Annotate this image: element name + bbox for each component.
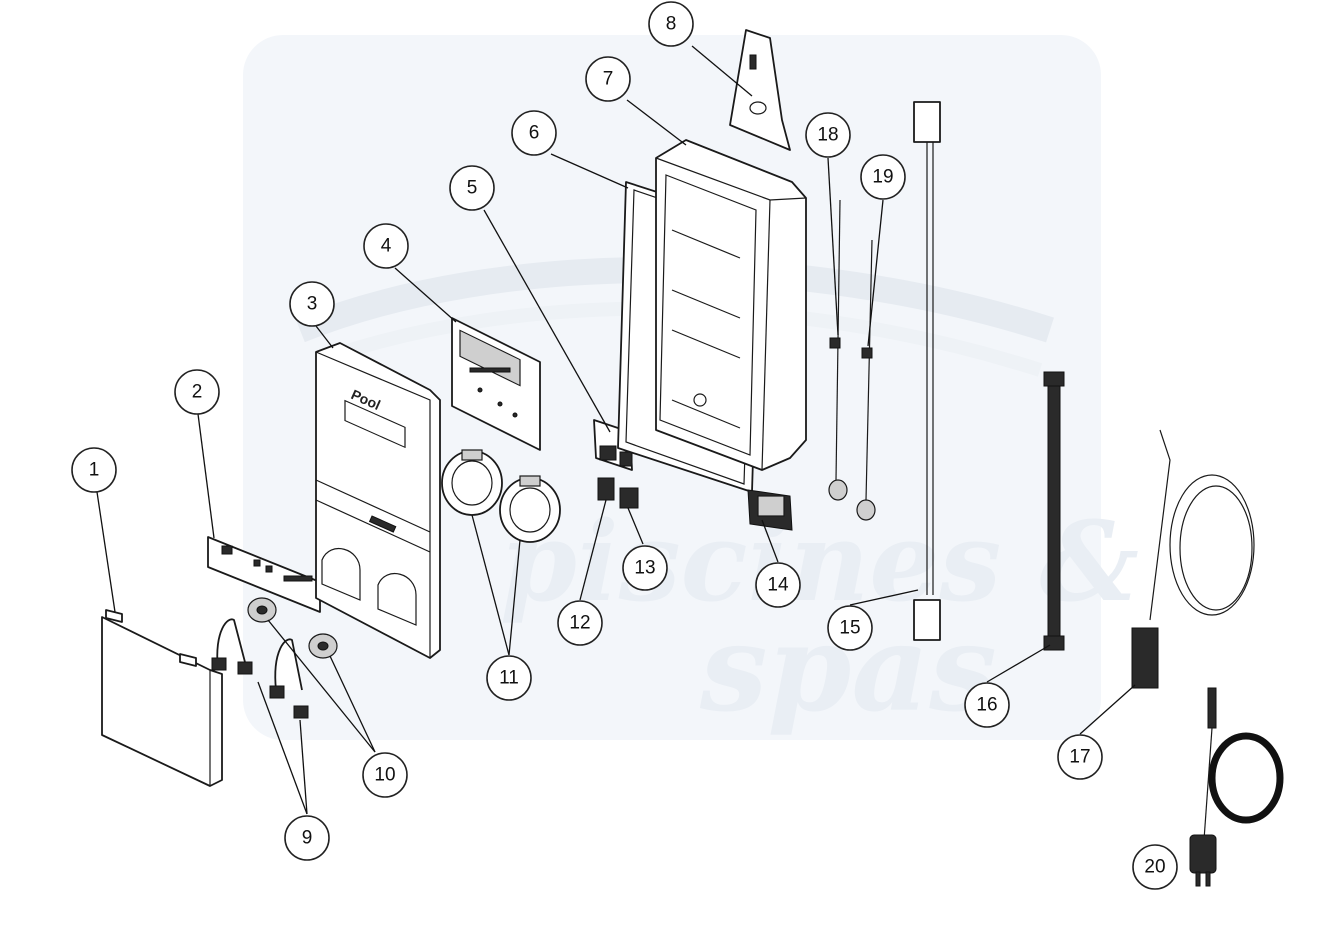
svg-text:3: 3 [307,294,318,315]
callout-12: 12 [557,600,603,646]
part-probes [828,199,876,521]
svg-text:2: 2 [192,382,203,403]
svg-text:4: 4 [381,236,392,257]
svg-text:11: 11 [499,668,519,689]
callout-19: 19 [860,154,906,200]
part-long-cable [913,101,941,641]
part-label-strip [207,536,321,613]
svg-text:20: 20 [1144,857,1165,878]
callout-5: 5 [449,165,495,211]
callout-11: 11 [486,655,532,701]
part-mounting-bracket [729,29,791,151]
svg-text:16: 16 [976,695,997,716]
callout-2: 2 [174,369,220,415]
part-tubes [211,618,309,719]
callout-7: 7 [585,56,631,102]
callout-10: 10 [362,752,408,798]
callout-15: 15 [827,605,873,651]
svg-text:19: 19 [872,167,893,188]
svg-text:8: 8 [666,14,677,35]
part-rear-housing [655,139,807,471]
svg-text:13: 13 [634,558,655,579]
callout-17: 17 [1057,734,1103,780]
part-front-housing: Pool [315,342,441,659]
svg-text:14: 14 [767,575,789,596]
part-knobs [247,597,338,659]
svg-text:5: 5 [467,178,478,199]
callout-9: 9 [284,815,330,861]
svg-text:18: 18 [817,125,838,146]
callout-8: 8 [648,1,694,47]
callout-6: 6 [511,110,557,156]
leader-lines [96,45,1136,815]
callout-13: 13 [622,545,668,591]
part-switch-block [747,489,793,531]
part-power-adapter [1189,687,1284,887]
svg-text:6: 6 [529,123,540,144]
part-front-cover [101,609,223,787]
callout-20: 20 [1132,844,1178,890]
callout-16: 16 [964,682,1010,728]
callouts: 1 2 3 4 5 6 7 8 9 10 11 12 13 14 15 16 1… [71,1,1178,890]
svg-text:10: 10 [374,765,395,786]
callout-18: 18 [805,112,851,158]
callout-4: 4 [363,223,409,269]
watermark-line1: piscines & [500,497,1139,626]
svg-text:12: 12 [569,613,590,634]
svg-text:1: 1 [89,460,100,481]
part-power-cord [1131,429,1255,689]
svg-text:15: 15 [839,618,860,639]
callout-14: 14 [755,562,801,608]
part-ribbon-cable [1043,371,1065,651]
svg-text:7: 7 [603,69,614,90]
callout-3: 3 [289,281,335,327]
svg-text:17: 17 [1069,747,1090,768]
part-pumps [441,449,561,543]
svg-text:9: 9 [302,828,313,849]
part-circuit-board [451,317,541,451]
callout-1: 1 [71,447,117,493]
